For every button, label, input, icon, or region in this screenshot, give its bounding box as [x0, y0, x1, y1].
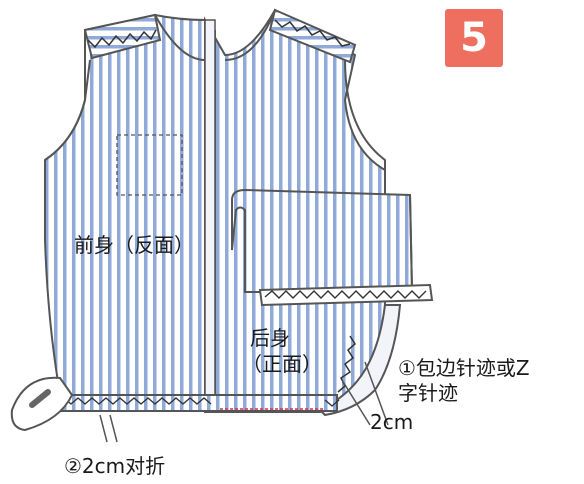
folded-front-piece: [231, 188, 434, 307]
bottom-hem-zigzag: [63, 397, 212, 405]
back-hem-flap: [318, 304, 402, 417]
back-body-label-line2: （正面）: [242, 352, 322, 376]
hem-zigzag-right: [324, 399, 340, 407]
neck-curve: [154, 14, 206, 61]
iron-icon: [10, 376, 74, 432]
center-front-facing: [204, 19, 216, 406]
right-shoulder-seam: [268, 8, 357, 64]
back-body-label-line1: 后身: [250, 326, 290, 350]
front-body-panel: [44, 13, 206, 406]
left-shoulder-seam: [83, 13, 162, 60]
step-number-badge: 5: [445, 9, 503, 67]
hem-fold-label: ②2cm对折: [64, 454, 166, 478]
front-body-label: 前身（反面）: [74, 233, 194, 257]
neck-curve-back: [224, 9, 276, 61]
stitch-note-line2: 字针迹: [398, 381, 458, 405]
leader-2cm: [341, 361, 389, 426]
leader-fold: [99, 414, 118, 443]
pocket-placement-mark: [116, 134, 183, 196]
back-armhole: [344, 59, 386, 170]
hem-width-label: 2cm: [370, 410, 414, 434]
front-armhole: [44, 59, 91, 161]
stitch-note-line1: ①包边针迹或Z: [398, 356, 530, 380]
